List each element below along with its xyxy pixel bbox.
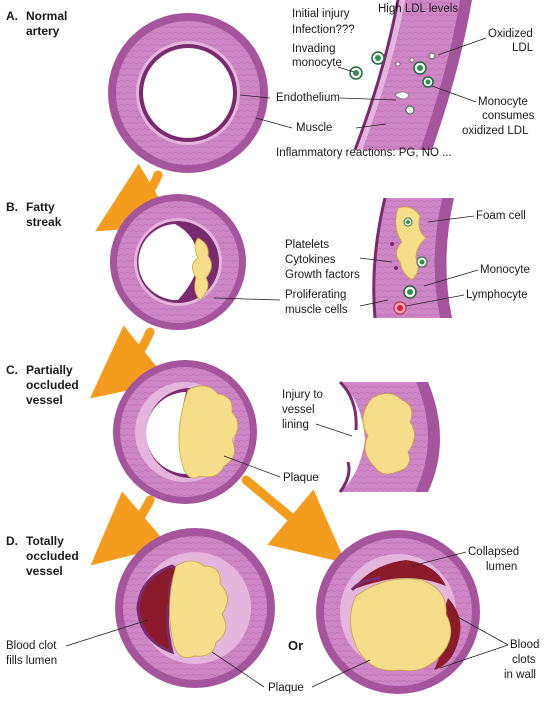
arrow-a-to-b [95, 163, 176, 232]
label-foam-cell: Foam cell [476, 210, 526, 222]
label-oxidized-1: Oxidized [488, 28, 533, 40]
row-a-leaders [239, 37, 487, 129]
stage-b-label: B. Fatty streak [6, 200, 62, 229]
blood-clot-wall-top [352, 560, 446, 590]
label-infection: Infection??? [292, 24, 355, 36]
stage-c-line2: occluded [26, 378, 79, 392]
stage-d-letter: D. [6, 534, 18, 548]
fatty-streak [192, 237, 212, 301]
stage-b-letter: B. [6, 200, 18, 214]
label-plaque-d: Plaque [268, 682, 304, 694]
label-injury-3: lining [282, 419, 309, 431]
label-initial-injury: Initial injury [292, 8, 350, 20]
partially-occluded-artery [113, 360, 257, 504]
row-b-labels: Platelets Cytokines Growth factors Proli… [285, 210, 530, 316]
label-monocyte-consumes-1: Monocyte [478, 96, 528, 108]
label-muscle: Muscle [296, 122, 332, 134]
stage-c-line1: Partially [26, 363, 73, 377]
label-lymphocyte: Lymphocyte [466, 289, 528, 301]
row-c-leaders [223, 423, 353, 478]
label-collapsed-2: lumen [486, 561, 517, 573]
label-injury-1: Injury to [282, 389, 323, 401]
label-blood-clot-2: fills lumen [6, 655, 57, 667]
label-injury-2: vessel [282, 404, 315, 416]
partial-wall-section [338, 380, 440, 493]
stage-a-letter: A. [6, 9, 18, 23]
stage-d-line2: occluded [26, 549, 79, 563]
label-endothelium: Endothelium [276, 92, 340, 104]
arrow-c-to-d-right [241, 475, 346, 564]
row-c-labels: Injury to vessel lining Plaque [282, 389, 323, 484]
label-platelets: Platelets [285, 239, 329, 251]
plaque-c [178, 385, 239, 479]
row-d-leaders [65, 551, 509, 688]
label-invading-1: Invading [292, 43, 335, 55]
totally-occluded-artery [115, 528, 275, 688]
stage-c-line3: vessel [26, 393, 63, 407]
label-proliferating-2: muscle cells [285, 304, 348, 316]
stage-a-line1: Normal [26, 9, 67, 23]
label-monocyte-consumes-2: consumes [482, 110, 535, 122]
label-invading-2: monocyte [292, 57, 342, 69]
label-oxidized-2: LDL [512, 42, 534, 54]
label-collapsed-1: Collapsed [468, 546, 519, 558]
row-a-labels: Initial injury Infection??? High LDL lev… [276, 3, 535, 159]
stage-c-letter: C. [6, 363, 18, 377]
label-monocyte: Monocyte [480, 264, 530, 276]
stage-b-line1: Fatty [26, 200, 55, 214]
label-cytokines: Cytokines [285, 254, 336, 266]
label-or: Or [288, 638, 303, 653]
plaque-d-right [350, 578, 452, 672]
blood-clot-lumen [136, 564, 181, 655]
plaque-d-left [169, 560, 228, 659]
label-monocyte-consumes-3: oxidized LDL [462, 125, 529, 137]
stage-d-line1: Totally [26, 534, 64, 548]
label-proliferating-1: Proliferating [285, 289, 346, 301]
label-blood-clot-1: Blood clot [6, 640, 57, 652]
label-high-ldl: High LDL levels [378, 3, 458, 15]
stage-a-line2: artery [26, 24, 60, 38]
arrow-c-to-d-left [90, 491, 169, 566]
row-b-leaders [213, 215, 479, 307]
collapsed-artery [316, 530, 480, 694]
stage-d-line3: vessel [26, 564, 63, 578]
stage-b-line2: streak [26, 215, 62, 229]
stage-d-label: D. Totally occluded vessel [6, 534, 79, 578]
arrow-b-to-c [89, 325, 169, 399]
fatty-streak-artery [110, 194, 246, 330]
label-blood-clots-2: clots [512, 654, 536, 666]
label-blood-clots-1: Blood [510, 639, 539, 651]
label-plaque-c: Plaque [283, 472, 319, 484]
row-d-labels: Collapsed lumen Or Blood clot fills lume… [6, 546, 539, 694]
stage-c-label: C. Partially occluded vessel [6, 363, 79, 407]
label-blood-clots-3: in wall [504, 669, 536, 681]
normal-wall-section [349, 0, 472, 151]
stage-a-label: A. Normal artery [6, 9, 67, 38]
label-growth-factors: Growth factors [285, 269, 360, 281]
fatty-streak-wall-section [372, 197, 454, 319]
label-inflammatory: Inflammatory reactions: PG, NO ... [276, 147, 452, 159]
normal-artery [108, 13, 268, 173]
